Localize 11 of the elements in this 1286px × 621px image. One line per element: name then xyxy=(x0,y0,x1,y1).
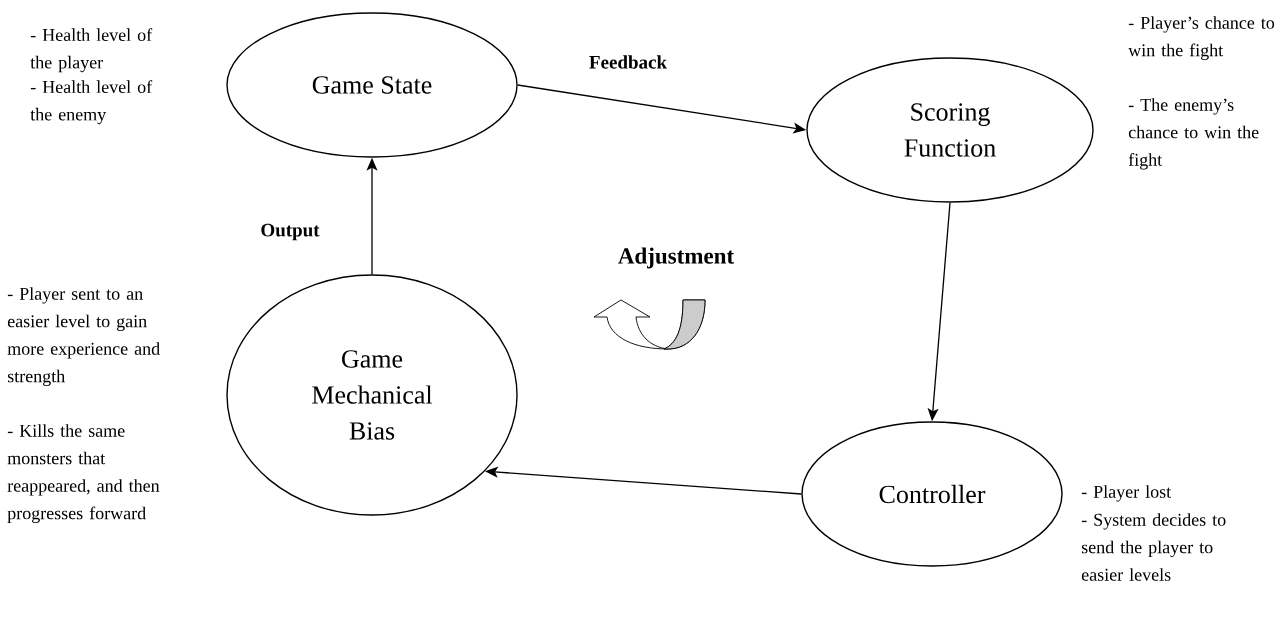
annotation-text: - Player’s chance to win the fight xyxy=(1128,16,1275,61)
annotation-text: - Player sent to an easier level to gain more experience and strength xyxy=(7,287,160,387)
annotation-text: - Health level of the player xyxy=(30,28,153,73)
annotation-text: - The enemy’s chance to win the fight xyxy=(1128,98,1259,170)
edge-label: Feedback xyxy=(586,53,670,71)
label-text: Adjustment xyxy=(618,247,735,269)
edge-label: Output xyxy=(258,221,322,243)
annotation-text: - Player lost xyxy=(1081,485,1172,502)
annotation-text: - Health level of the enemy xyxy=(30,80,153,125)
annotation-text: - System decides to send the player to easier levels xyxy=(1081,513,1226,581)
annotation-text: - Kills the same monsters that reappeared, and then progresses forward xyxy=(7,424,160,524)
